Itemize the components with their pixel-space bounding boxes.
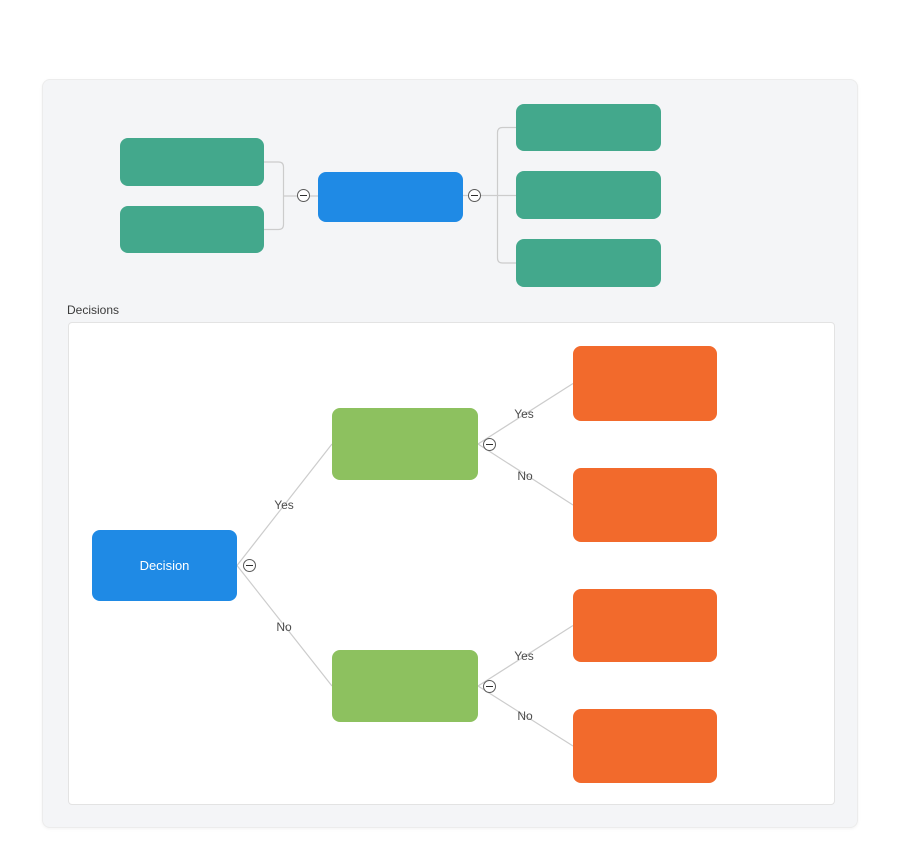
mindmap-right-node-3[interactable] (516, 239, 661, 287)
collapse-button-branch-2[interactable] (483, 680, 496, 693)
decision-root-node[interactable]: Decision (92, 530, 237, 601)
decision-root-label: Decision (139, 558, 190, 573)
edge-label-no: No (517, 469, 533, 483)
mindmap-left-node-2[interactable] (120, 206, 264, 253)
diagram-canvas-panel: Decisions Decision Yes (42, 79, 858, 828)
mindmap-right-node-1[interactable] (516, 104, 661, 151)
leaf-node-3[interactable] (573, 589, 717, 662)
branch-node-2[interactable] (332, 650, 478, 722)
connector-line (264, 161, 285, 231)
edge-label-yes: Yes (514, 407, 534, 421)
minus-circle-icon (486, 444, 493, 445)
decisions-group-frame: Decision Yes No Yes No Yes No (68, 322, 835, 805)
edge-label-yes: Yes (274, 498, 294, 512)
minus-circle-icon (300, 195, 307, 196)
leaf-node-1[interactable] (573, 346, 717, 421)
collapse-button-decision[interactable] (243, 559, 256, 572)
leaf-node-4[interactable] (573, 709, 717, 783)
collapse-button-branch-1[interactable] (483, 438, 496, 451)
collapse-button-mindmap-left[interactable] (297, 189, 310, 202)
connector-line (496, 126, 516, 264)
mindmap-root-node[interactable] (318, 172, 463, 222)
collapse-button-mindmap-right[interactable] (468, 189, 481, 202)
mindmap-right-node-2[interactable] (516, 171, 661, 219)
minus-circle-icon (471, 195, 478, 196)
minus-circle-icon (246, 565, 253, 566)
decisions-group-title: Decisions (67, 303, 120, 317)
branch-node-1[interactable] (332, 408, 478, 480)
edge-label-no: No (517, 709, 533, 723)
mindmap-left-node-1[interactable] (120, 138, 264, 186)
minus-circle-icon (486, 686, 493, 687)
edge-label-yes: Yes (514, 649, 534, 663)
leaf-node-2[interactable] (573, 468, 717, 542)
edge-label-no: No (276, 620, 292, 634)
